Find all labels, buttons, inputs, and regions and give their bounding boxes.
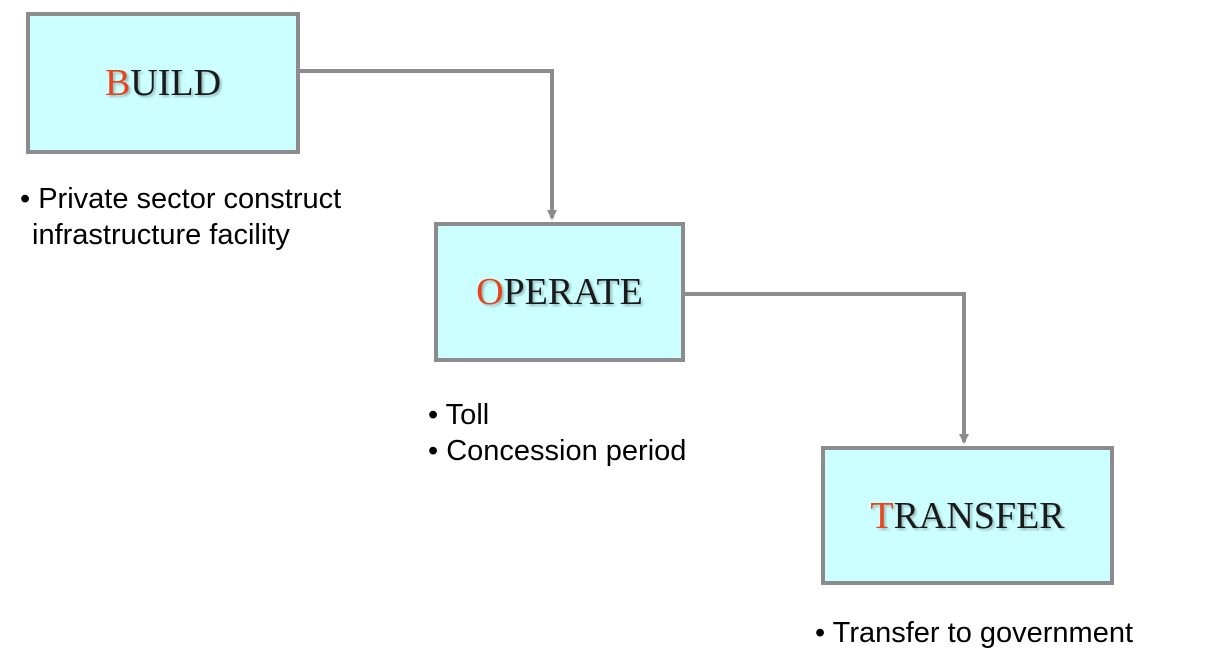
operate-notes: • Toll • Concession period (428, 397, 686, 469)
transfer-label-rest: RANSFER (893, 494, 1065, 537)
build-note-line1: • Private sector construct (20, 183, 342, 215)
operate-label-rest: PERATE (503, 271, 643, 313)
build-note: • Private sector construct infrastructur… (20, 181, 341, 253)
transfer-initial-letter: T (870, 494, 894, 537)
transfer-notes: • Transfer to government (815, 615, 1133, 651)
operate-note-concession: • Concession period (428, 435, 687, 467)
connector-operate-to-transfer (685, 292, 969, 444)
build-notes: • Private sector construct infrastructur… (20, 181, 341, 253)
build-note-line2: infrastructure facility (32, 219, 290, 251)
connector-build-to-operate (300, 69, 557, 220)
operate-note-toll: • Toll (428, 399, 490, 431)
transfer-note: • Transfer to government (815, 617, 1134, 649)
build-initial-letter: B (104, 62, 131, 104)
operate-initial-letter: O (476, 271, 504, 313)
build-label-rest: UILD (130, 62, 222, 104)
